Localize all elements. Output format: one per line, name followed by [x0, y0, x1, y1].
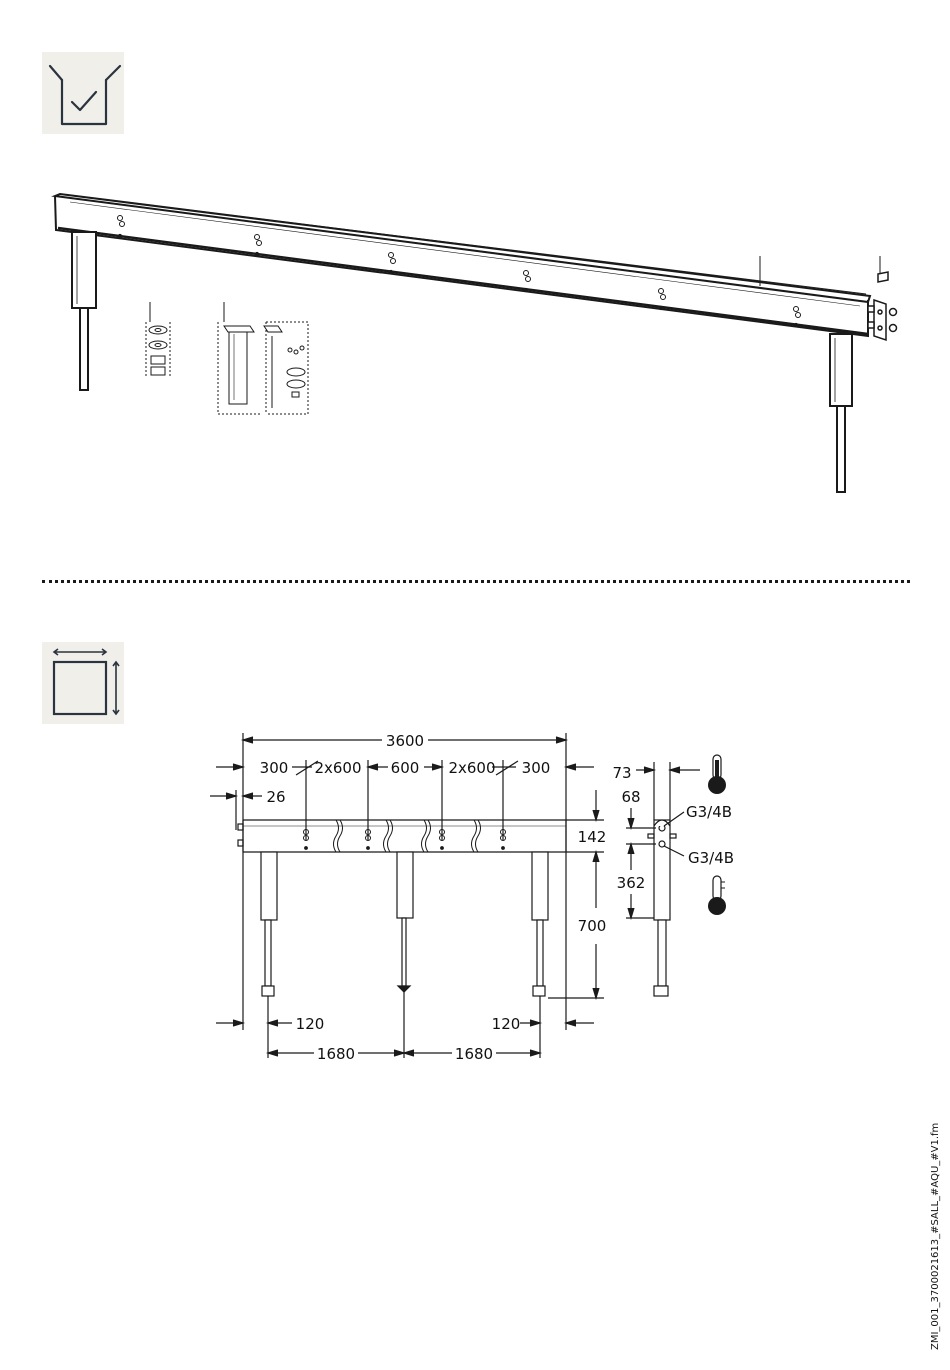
dim-center-spacing: 600 [391, 759, 420, 777]
hardware-set-sleeve [218, 302, 308, 414]
end-plate [868, 256, 897, 340]
delivery-contents-icon [42, 52, 124, 134]
dim-depth: 73 [612, 764, 631, 782]
parts-isometric-drawing [0, 180, 950, 510]
dim-end-offset: 26 [266, 788, 285, 806]
thermometer-hot-icon [708, 755, 726, 794]
dimension-drawing: 3600 300 2x600 600 2x600 300 26 142 700 … [0, 725, 950, 1070]
dim-bar-height: 142 [578, 828, 607, 846]
dim-leg-inset-left: 120 [296, 1015, 325, 1033]
dimensions-square-icon [42, 642, 124, 724]
dim-total-height: 700 [578, 917, 607, 935]
dim-connection-bottom: G3/4B [688, 849, 734, 867]
dim-overall-width: 3600 [386, 732, 424, 750]
dim-left-offset: 300 [260, 759, 289, 777]
dim-leg-span-right: 1680 [455, 1045, 493, 1063]
hardware-set-washers [146, 302, 170, 378]
dim-leg-span-left: 1680 [317, 1045, 355, 1063]
document-code: ZMI_001_3700021613_#SALL_#AQU_#V1.fm [930, 1123, 941, 1350]
dimensions-icon-box [42, 642, 124, 724]
dim-left-spacing: 2x600 [314, 759, 361, 777]
dim-connection-offset: 68 [621, 788, 640, 806]
right-leg [830, 334, 852, 492]
washing-rail [55, 194, 870, 336]
dim-right-spacing: 2x600 [448, 759, 495, 777]
section-divider [42, 580, 910, 583]
thermometer-cold-icon [708, 876, 726, 915]
dim-connection-spacing: 362 [617, 874, 646, 892]
nozzle-row [118, 216, 801, 327]
left-leg [72, 232, 96, 390]
dim-connection-top: G3/4B [686, 803, 732, 821]
check-package-icon [42, 52, 124, 134]
dim-leg-inset-right: 120 [492, 1015, 521, 1033]
dim-right-offset: 300 [522, 759, 551, 777]
